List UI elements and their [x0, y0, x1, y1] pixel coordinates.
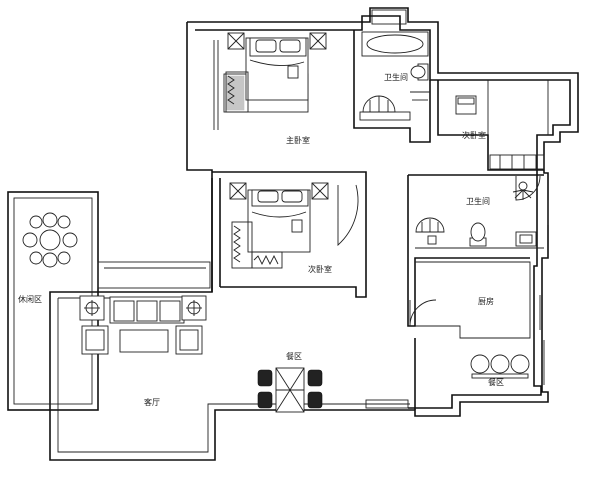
second-rug [231, 221, 283, 269]
exterior-walls [49, 7, 579, 461]
second-nightstands [229, 182, 329, 200]
master-nightstands [227, 32, 327, 50]
master-washbasin [359, 95, 411, 121]
sofa-set [79, 295, 207, 355]
dining-table [257, 367, 323, 413]
wardrobe [489, 154, 545, 170]
label-second-bedroom-mid: 次卧室 [308, 264, 332, 274]
label-dining-small: 餐区 [488, 378, 504, 387]
room-labels: 主卧室 卫生间 次卧室 次卧室 卫生间 厨房 餐区 餐区 客厅 休闲区 [18, 72, 504, 407]
label-living: 客厅 [144, 397, 160, 407]
label-kitchen: 厨房 [478, 296, 494, 306]
bath2-cabinet [515, 231, 537, 247]
bathtub [361, 31, 429, 57]
second-bed [247, 189, 311, 253]
master-toilet [410, 63, 429, 81]
desk-chair [455, 95, 477, 115]
balcony-table-set [22, 212, 78, 268]
label-master-bedroom: 主卧室 [286, 135, 310, 145]
small-dining-set [470, 354, 530, 379]
master-rug [225, 71, 249, 113]
bath2-shower [512, 181, 534, 200]
bath2-washbasin [415, 217, 445, 245]
interior-walls [57, 30, 549, 453]
label-dining: 餐区 [286, 352, 302, 361]
bath2-toilet [469, 222, 487, 247]
master-bed [223, 37, 309, 113]
label-second-bedroom-top: 次卧室 [462, 130, 486, 140]
doors [337, 99, 541, 327]
label-leisure: 休闲区 [18, 294, 42, 304]
label-bath2: 卫生间 [466, 196, 490, 206]
label-master-bath: 卫生间 [384, 72, 408, 82]
